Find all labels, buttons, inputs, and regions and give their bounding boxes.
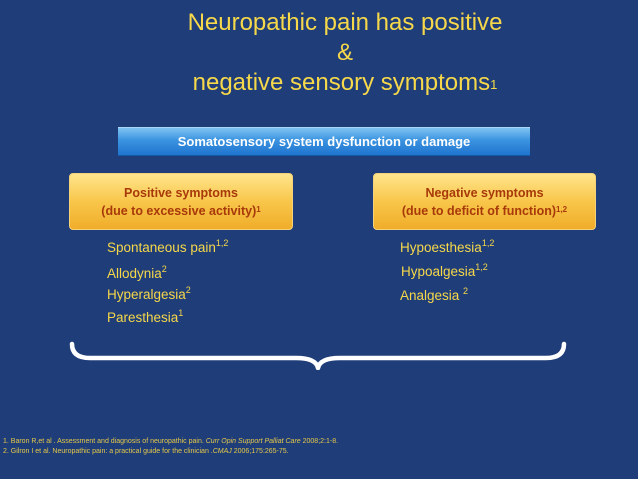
negative-symptoms-box: Negative symptoms (due to deficit of fun… bbox=[373, 173, 596, 230]
title-footnote: 1 bbox=[490, 77, 498, 92]
dysfunction-banner: Somatosensory system dysfunction or dama… bbox=[118, 127, 530, 156]
positive-symptom-item: Paresthesia1 bbox=[107, 308, 184, 325]
reference-journal: CMAJ bbox=[212, 448, 232, 455]
reference-text: 1. Baron R,et al . Assessment and diagno… bbox=[3, 438, 206, 445]
item-footnote: 2 bbox=[185, 285, 191, 295]
reference-item: 2. Gilron I et al. Neuropathic pain: a p… bbox=[3, 447, 338, 457]
negative-subheading: (due to deficit of function)1,2 bbox=[374, 202, 595, 220]
item-text: Spontaneous pain bbox=[107, 240, 216, 255]
positive-subheading-text: (due to excessive activity) bbox=[101, 203, 257, 218]
reference-journal: Curr Opin Support Palliat Care bbox=[205, 438, 301, 445]
reference-item: 1. Baron R,et al . Assessment and diagno… bbox=[3, 437, 338, 447]
slide-title: Neuropathic pain has positive & negative… bbox=[150, 8, 540, 98]
reference-citation: 2006;175:265-75. bbox=[231, 448, 289, 455]
title-line-1: Neuropathic pain has positive bbox=[187, 9, 503, 36]
positive-symptoms-box: Positive symptoms (due to excessive acti… bbox=[69, 173, 293, 230]
item-text: Paresthesia bbox=[107, 310, 179, 325]
negative-subheading-text: (due to deficit of function) bbox=[401, 203, 556, 218]
title-line-2: & bbox=[336, 39, 353, 66]
title-line-3: negative sensory symptoms1 bbox=[150, 68, 540, 98]
item-text: Hyperalgesia bbox=[107, 287, 186, 302]
positive-subheading-footnote: 1 bbox=[256, 204, 261, 214]
positive-heading: Positive symptoms bbox=[124, 185, 238, 200]
item-footnote: 2 bbox=[463, 286, 469, 296]
negative-symptom-item: Hypoalgesia1,2 bbox=[401, 262, 488, 279]
curly-brace-graphic bbox=[69, 341, 567, 370]
item-text: Hypoalgesia bbox=[401, 264, 476, 279]
item-footnote: 1,2 bbox=[481, 238, 495, 248]
item-text: Hypoesthesia bbox=[400, 240, 482, 255]
negative-subheading-footnote: 1,2 bbox=[556, 204, 568, 214]
negative-heading: Negative symptoms bbox=[425, 185, 544, 200]
item-footnote: 1,2 bbox=[475, 262, 488, 272]
positive-subheading: (due to excessive activity)1 bbox=[70, 202, 292, 220]
item-text: Allodynia bbox=[107, 266, 162, 281]
item-footnote: 1 bbox=[178, 308, 184, 318]
references: 1. Baron R,et al . Assessment and diagno… bbox=[3, 437, 338, 457]
title-line-3-text: negative sensory symptoms bbox=[192, 69, 491, 96]
positive-symptom-item: Hyperalgesia2 bbox=[107, 285, 191, 302]
negative-symptom-item: Hypoesthesia1,2 bbox=[400, 238, 495, 255]
item-footnote: 2 bbox=[161, 264, 167, 274]
reference-citation: 2008;2:1-8. bbox=[300, 438, 339, 445]
positive-symptom-item: Spontaneous pain1,2 bbox=[107, 238, 229, 255]
item-footnote: 1,2 bbox=[215, 238, 229, 248]
negative-symptom-item: Analgesia 2 bbox=[400, 286, 469, 303]
reference-text: 2. Gilron I et al. Neuropathic pain: a p… bbox=[3, 448, 213, 455]
positive-symptom-item: Allodynia2 bbox=[107, 264, 167, 281]
item-text: Analgesia bbox=[400, 288, 464, 303]
